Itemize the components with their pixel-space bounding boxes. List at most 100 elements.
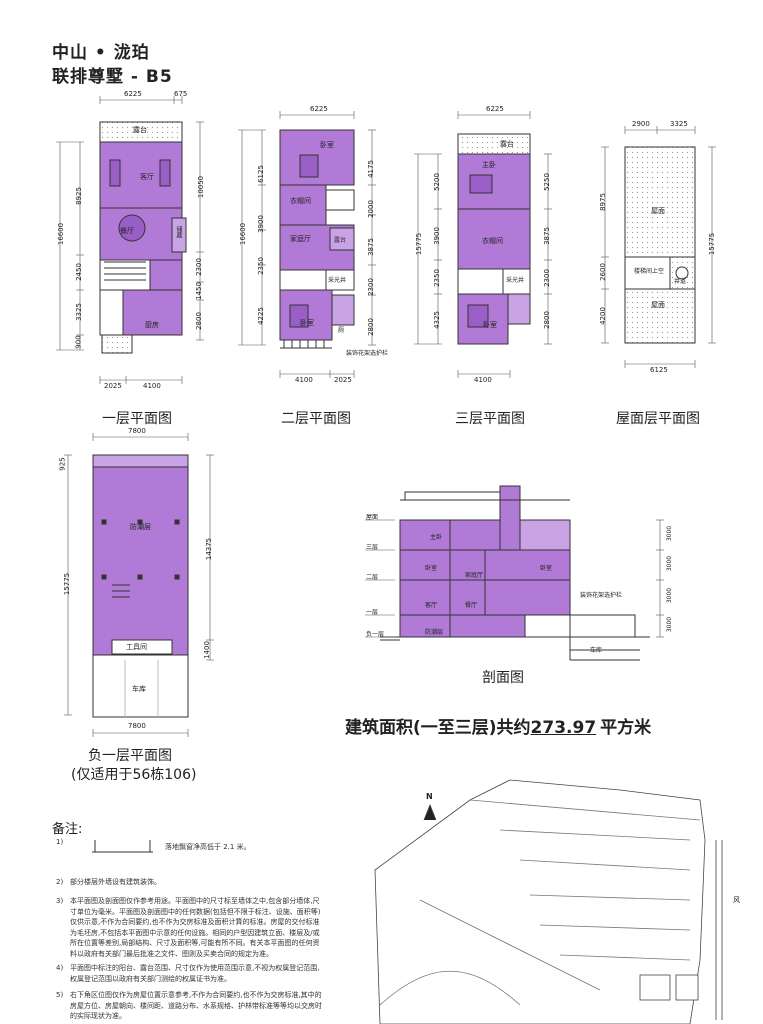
floor2-caption: 二层平面图 xyxy=(281,411,351,427)
floor1-storage xyxy=(171,217,187,253)
floor1-dim-right-4: 2800 xyxy=(194,312,203,330)
floor3-room-bedroom: 卧室 xyxy=(483,321,497,329)
basement-dim-right-2: 1400 xyxy=(202,641,211,659)
section-dims xyxy=(365,519,664,638)
section-caption: 剖面图 xyxy=(482,670,524,686)
floor1-dim-top-2: 675 xyxy=(174,90,188,98)
floor1-room-storage: 储藏 xyxy=(175,226,182,238)
roof-room-top: 屋面 xyxy=(651,207,665,215)
project-title: 中山 • 泷珀 xyxy=(52,43,150,63)
section-dim-right-2: 3000 xyxy=(666,555,674,572)
floor3-room-master: 主卧 xyxy=(482,161,496,169)
roof-room-shaft: 井道 xyxy=(674,278,687,285)
section-room-master: 主卧 xyxy=(430,534,443,541)
section-note: 装饰花架选护栏 xyxy=(580,592,623,599)
roof-plan xyxy=(624,146,696,344)
floor3-dim-left-1: 5200 xyxy=(432,173,441,191)
note-5: 5) 右下角区位图仅作为房屋位置示意参考,不作为合同要约,也不作为交房标准,其中… xyxy=(56,990,325,1022)
floor1-kitchen xyxy=(122,289,183,336)
floor1-room-kitchen: 厨房 xyxy=(145,321,159,329)
floor2-dim-bottom-1: 4100 xyxy=(295,376,313,384)
floor1-dim-right-2: 2300 xyxy=(194,258,203,276)
note-4-text: 平面图中标注的阳台、露台范围、尺寸仅作为使用范围示意,不视为权属登记范围,权属登… xyxy=(70,964,320,983)
floor1-caption: 一层平面图 xyxy=(102,411,172,427)
floor1-dim-top-1: 6225 xyxy=(124,90,142,98)
section-room-dining: 餐厅 xyxy=(465,602,478,609)
floor2-dim-left-total: 16600 xyxy=(239,222,248,246)
section-level-3: 三层 xyxy=(366,544,379,551)
floor3-dims xyxy=(414,111,552,378)
floor3-dim-left-3: 2350 xyxy=(432,269,441,287)
note-1-index: 1) xyxy=(56,838,64,846)
floor2-room-terrace: 露台 xyxy=(334,237,347,244)
floor2-note: 装饰花架选护栏 xyxy=(346,350,389,357)
floor2-dim-right-3: 3875 xyxy=(366,238,375,256)
floor1-dims xyxy=(56,96,204,384)
floor1-dim-left-2: 2450 xyxy=(74,263,83,281)
roof-dim-bottom: 6125 xyxy=(650,366,668,374)
floor3-dim-left-2: 3900 xyxy=(432,227,441,245)
roof-dim-top-1: 2900 xyxy=(632,120,650,128)
floor2-dim-left-4: 4225 xyxy=(256,307,265,325)
floor1-stair xyxy=(99,259,151,291)
basement-plan xyxy=(92,454,189,718)
floor2-room-bedroom2: 卧室 xyxy=(300,319,314,327)
note-3-text: 本平面图及剖面图仅作参考用途。平面图中的尺寸标至墙体之中,包含部分墙体,尺寸单位… xyxy=(70,897,321,958)
note-3-index: 3) xyxy=(56,897,64,905)
note-5-index: 5) xyxy=(56,991,64,999)
roof-dim-left-1: 8975 xyxy=(598,193,607,211)
section-level-roof: 屋面 xyxy=(366,514,379,521)
floor2-plan xyxy=(279,129,355,349)
floor1-dim-left-total: 16600 xyxy=(57,222,66,246)
basement-dim-top: 7800 xyxy=(128,427,146,435)
note-4-index: 4) xyxy=(56,964,64,972)
floor3-dim-right-3: 2300 xyxy=(542,269,551,287)
basement-room-garage: 车库 xyxy=(132,685,146,693)
roof-caption: 屋面层平面图 xyxy=(616,411,700,427)
floor1-plan xyxy=(99,121,187,354)
floor2-dim-right-2: 2000 xyxy=(366,200,375,218)
floor3-dim-left-total: 15775 xyxy=(415,232,424,256)
floor1-dim-left-1: 8925 xyxy=(74,187,83,205)
floor3-dim-right-2: 3875 xyxy=(542,227,551,245)
floor1-room-terrace: 露台 xyxy=(133,126,147,134)
area-value: 273.97 xyxy=(530,718,597,738)
section-dim-right-4: 3000 xyxy=(666,616,674,633)
floor3-caption: 三层平面图 xyxy=(455,411,525,427)
section-room-garage: 车库 xyxy=(590,647,603,654)
floor2-dim-right-1: 4175 xyxy=(366,160,375,178)
section-level-b1: 负一层 xyxy=(366,631,385,638)
floor2-dim-right-4: 2300 xyxy=(366,278,375,296)
note1-diagram xyxy=(92,840,153,853)
floor2-dims xyxy=(238,111,376,378)
basement-room-utility: 工具间 xyxy=(126,643,147,651)
basement-dim-left-1: 925 xyxy=(58,457,67,471)
floor1-dim-right-3: 1450 xyxy=(194,282,203,300)
section-dim-right-1: 3000 xyxy=(666,525,674,542)
section-room-bed2: 卧室 xyxy=(425,565,438,572)
floor3-dim-bottom: 4100 xyxy=(474,376,492,384)
roof-dim-right-total: 15775 xyxy=(708,232,717,256)
notes-heading: 备注: xyxy=(52,822,83,837)
roof-room-stair: 楼梯间上空 xyxy=(633,268,664,275)
section-room-bed3: 卧室 xyxy=(540,565,553,572)
floor2-dim-right-5: 2800 xyxy=(366,318,375,336)
floor3-plan xyxy=(457,133,531,345)
floor3-dim-right-1: 5250 xyxy=(542,173,551,191)
area-suffix: 平方米 xyxy=(600,718,652,738)
section-level-1: 一层 xyxy=(366,609,379,616)
floor2-dim-left-3: 2350 xyxy=(256,257,265,275)
section-dim-right-3: 3000 xyxy=(666,587,674,604)
unit-title: 联排尊墅 - B5 xyxy=(52,67,173,87)
basement-caption: 负一层平面图 xyxy=(88,748,172,764)
basement-dim-left-total: 15775 xyxy=(63,572,72,596)
basement-dim-bottom: 7800 xyxy=(128,722,146,730)
basement-dim-right-1: 14375 xyxy=(205,537,214,561)
floor2-room-closet: 衣帽间 xyxy=(290,197,311,205)
section-room-living: 客厅 xyxy=(425,602,438,609)
floor1-dim-right-1: 10050 xyxy=(197,175,206,199)
floor2-dim-bottom-2: 2025 xyxy=(334,376,352,384)
floor3-dim-right-4: 2800 xyxy=(542,311,551,329)
